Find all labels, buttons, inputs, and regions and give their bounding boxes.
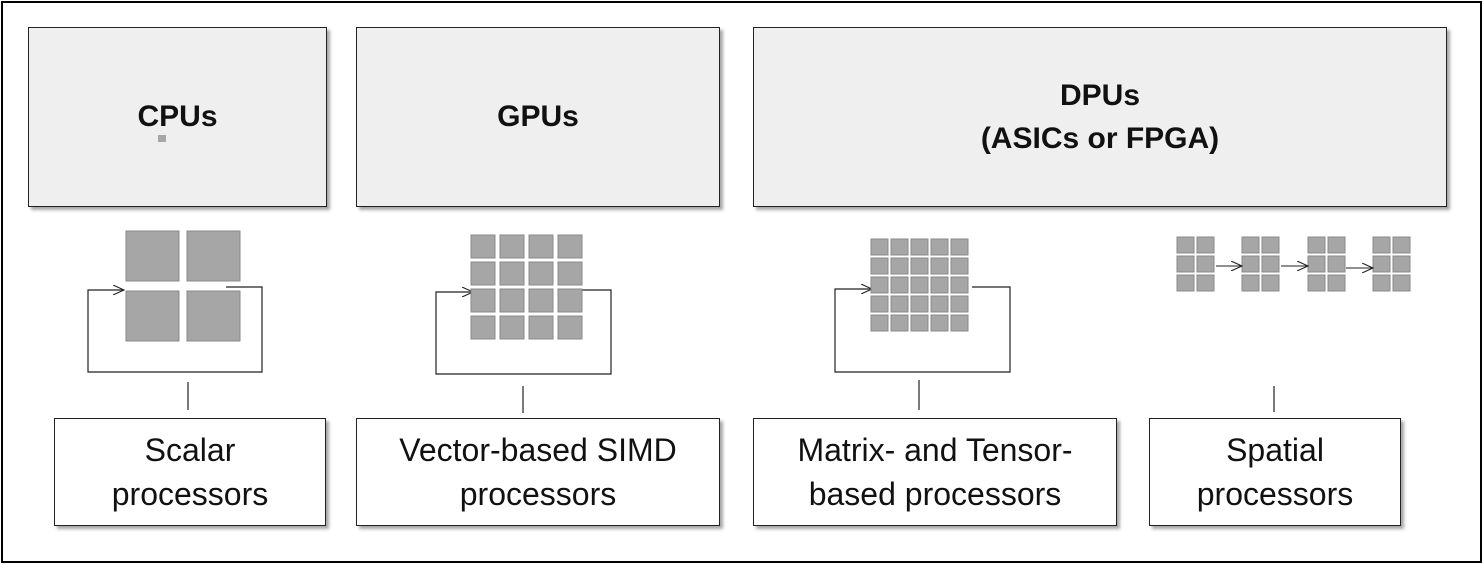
- gpu-cell: [557, 234, 583, 259]
- gpu-cell-grid: [470, 234, 583, 340]
- tensor-cell: [870, 238, 889, 256]
- cpu-cell: [186, 290, 241, 342]
- tensor-cell: [890, 314, 909, 332]
- tensor-loop-line: [834, 287, 1011, 373]
- gpu-cell: [557, 261, 583, 286]
- spatial-3-cell: [1327, 236, 1346, 254]
- gpu-cell: [557, 288, 583, 313]
- spatial-label-line2: processors: [1196, 476, 1354, 512]
- tensor-cell: [870, 295, 889, 313]
- tensor-label-line2: based processors: [808, 476, 1062, 512]
- tensor-cell: [910, 276, 929, 294]
- gpu-cell: [528, 315, 554, 340]
- spatial-2-cell: [1241, 255, 1260, 273]
- spatial-3-cell: [1307, 274, 1326, 292]
- gpu-cell: [528, 234, 554, 259]
- tensor-cell: [870, 276, 889, 294]
- tensor-cell: [950, 276, 969, 294]
- gpu-cell: [528, 261, 554, 286]
- cpu-cell-grid: [125, 230, 241, 342]
- tensor-label-box: Matrix- and Tensor- based processors: [753, 418, 1117, 526]
- simd-label-box: Vector-based SIMD processors: [356, 418, 720, 526]
- gpu-cell: [557, 315, 583, 340]
- tensor-cell: [910, 314, 929, 332]
- dpu-header: DPUs (ASICs or FPGA): [753, 27, 1447, 207]
- spatial-2-cell: [1261, 236, 1280, 254]
- gpu-cell: [470, 261, 496, 286]
- tensor-cell: [870, 314, 889, 332]
- gpu-cell: [470, 288, 496, 313]
- scalar-label-line2: processors: [111, 476, 269, 512]
- tensor-cell-grid: [870, 238, 969, 332]
- dpu-header-line2: (ASICs or FPGA): [980, 122, 1220, 155]
- gpu-header-label: GPUs: [497, 100, 579, 134]
- spatial-label-box: Spatial processors: [1149, 418, 1401, 526]
- tensor-cell: [930, 238, 949, 256]
- tensor-cell: [890, 295, 909, 313]
- spatial-1-cell: [1176, 236, 1195, 254]
- spatial-4-cell: [1372, 274, 1391, 292]
- tensor-label-line1: Matrix- and Tensor-: [797, 431, 1073, 468]
- tensor-cell: [890, 276, 909, 294]
- cpu-cell: [186, 230, 241, 282]
- spatial-2-cell: [1261, 274, 1280, 292]
- spatial-3-cell: [1327, 274, 1346, 292]
- tensor-cell: [930, 295, 949, 313]
- cpu-cell: [125, 290, 180, 342]
- tensor-cell: [890, 238, 909, 256]
- tensor-cell: [930, 314, 949, 332]
- spatial-3-cell: [1307, 255, 1326, 273]
- tensor-cell: [950, 257, 969, 275]
- cpu-dot: [158, 135, 166, 142]
- spatial-label-line1: Spatial: [1226, 431, 1324, 468]
- cpu-loop-line: [87, 287, 263, 373]
- tensor-cell: [910, 238, 929, 256]
- spatial-1-cell: [1176, 255, 1195, 273]
- tensor-cell: [890, 257, 909, 275]
- cpu-header: CPUs: [28, 27, 327, 207]
- spatial-3-cell: [1307, 236, 1326, 254]
- tensor-cell: [950, 314, 969, 332]
- gpu-cell: [499, 261, 525, 286]
- tensor-cell: [930, 276, 949, 294]
- cpu-cell: [125, 230, 180, 282]
- gpu-cell: [528, 288, 554, 313]
- gpu-cell: [499, 234, 525, 259]
- tensor-cell: [950, 295, 969, 313]
- gpu-header: GPUs: [356, 27, 720, 207]
- simd-label-line1: Vector-based SIMD: [399, 431, 677, 468]
- dpu-header-line1: DPUs: [1059, 78, 1141, 112]
- spatial-4-cell: [1392, 274, 1411, 292]
- spatial-4-cell: [1392, 236, 1411, 254]
- spatial-4-cell: [1372, 236, 1391, 254]
- cpu-header-label: CPUs: [137, 100, 218, 134]
- gpu-cell: [470, 315, 496, 340]
- tensor-cell: [910, 257, 929, 275]
- spatial-cell-grid: [1176, 236, 1411, 292]
- spatial-2-cell: [1261, 255, 1280, 273]
- scalar-label-box: Scalar processors: [54, 418, 326, 526]
- spatial-1-cell: [1176, 274, 1195, 292]
- simd-label-line2: processors: [459, 476, 617, 512]
- gpu-loop-line: [435, 290, 612, 375]
- spatial-1-cell: [1196, 274, 1215, 292]
- gpu-cell: [499, 288, 525, 313]
- gpu-cell: [499, 315, 525, 340]
- spatial-2-cell: [1241, 274, 1260, 292]
- tensor-cell: [950, 238, 969, 256]
- gpu-cell: [470, 234, 496, 259]
- tensor-cell: [870, 257, 889, 275]
- scalar-label-line1: Scalar: [144, 431, 236, 468]
- spatial-4-cell: [1392, 255, 1411, 273]
- spatial-3-cell: [1327, 255, 1346, 273]
- spatial-4-cell: [1372, 255, 1391, 273]
- tensor-cell: [910, 295, 929, 313]
- tensor-cell: [930, 257, 949, 275]
- spatial-1-cell: [1196, 255, 1215, 273]
- spatial-1-cell: [1196, 236, 1215, 254]
- spatial-2-cell: [1241, 236, 1260, 254]
